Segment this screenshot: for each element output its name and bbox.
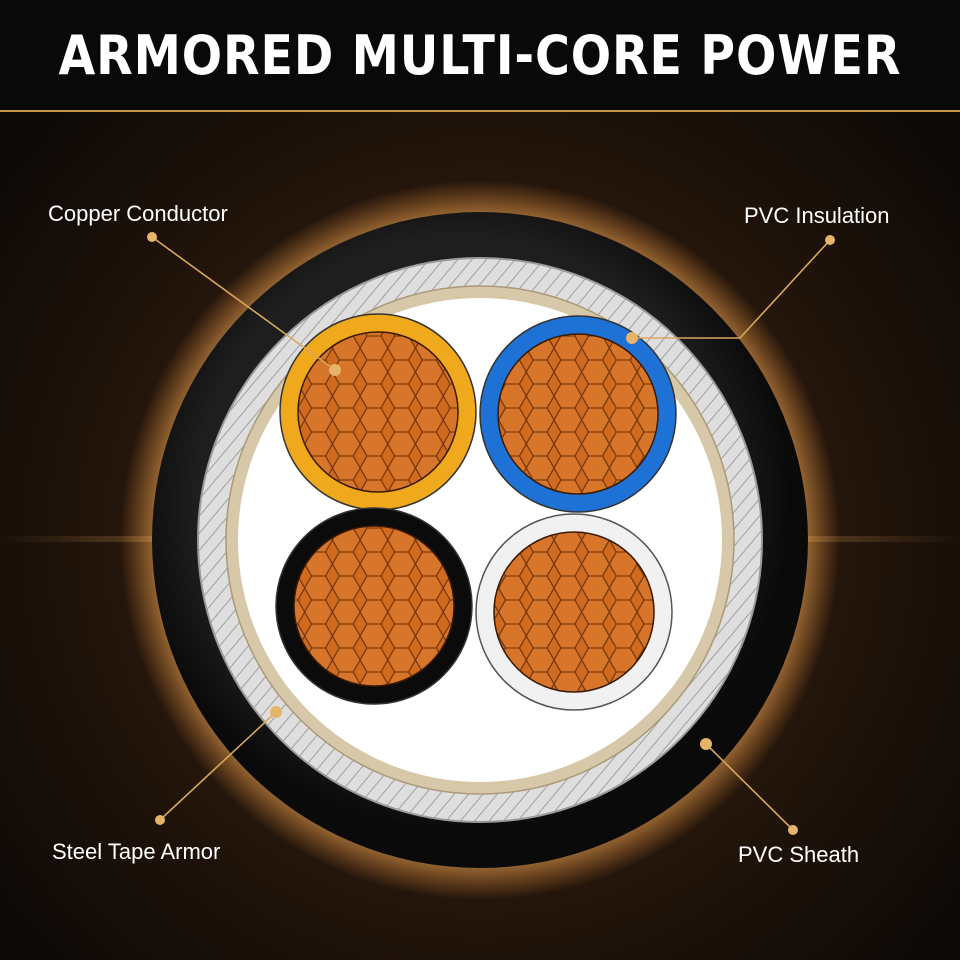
title-bar: ARMORED MULTI-CORE POWER (0, 0, 960, 112)
dot-copper-conductor-end (329, 364, 341, 376)
leader-pvc-insulation (632, 239, 831, 339)
core-3 (275, 507, 473, 705)
page-title: ARMORED MULTI-CORE POWER (58, 23, 902, 87)
core-2-copper (497, 333, 659, 495)
core-4-copper (493, 531, 655, 693)
dot-pvc-sheath-start (788, 825, 798, 835)
dot-pvc-insulation-start (825, 235, 835, 245)
dot-steel-tape-armor-end (270, 706, 282, 718)
dot-pvc-insulation-end (626, 332, 638, 344)
label-steel-tape-armor: Steel Tape Armor (52, 839, 221, 864)
dot-steel-tape-armor-start (155, 815, 165, 825)
leader-pvc-sheath (705, 743, 794, 831)
label-pvc-insulation: PVC Insulation (744, 203, 890, 228)
core-1 (279, 313, 477, 511)
core-2 (479, 315, 677, 513)
dot-copper-conductor-start (147, 232, 157, 242)
core-4 (475, 513, 673, 711)
leader-lines (151, 236, 831, 831)
core-1-copper (297, 331, 459, 493)
core-3-copper (293, 525, 455, 687)
leader-steel-tape-armor (159, 711, 277, 821)
label-copper-conductor: Copper Conductor (48, 201, 228, 226)
leader-copper-conductor (151, 236, 336, 371)
label-pvc-sheath: PVC Sheath (738, 842, 860, 867)
dot-pvc-sheath-end (700, 738, 712, 750)
leader-dots (147, 232, 835, 835)
